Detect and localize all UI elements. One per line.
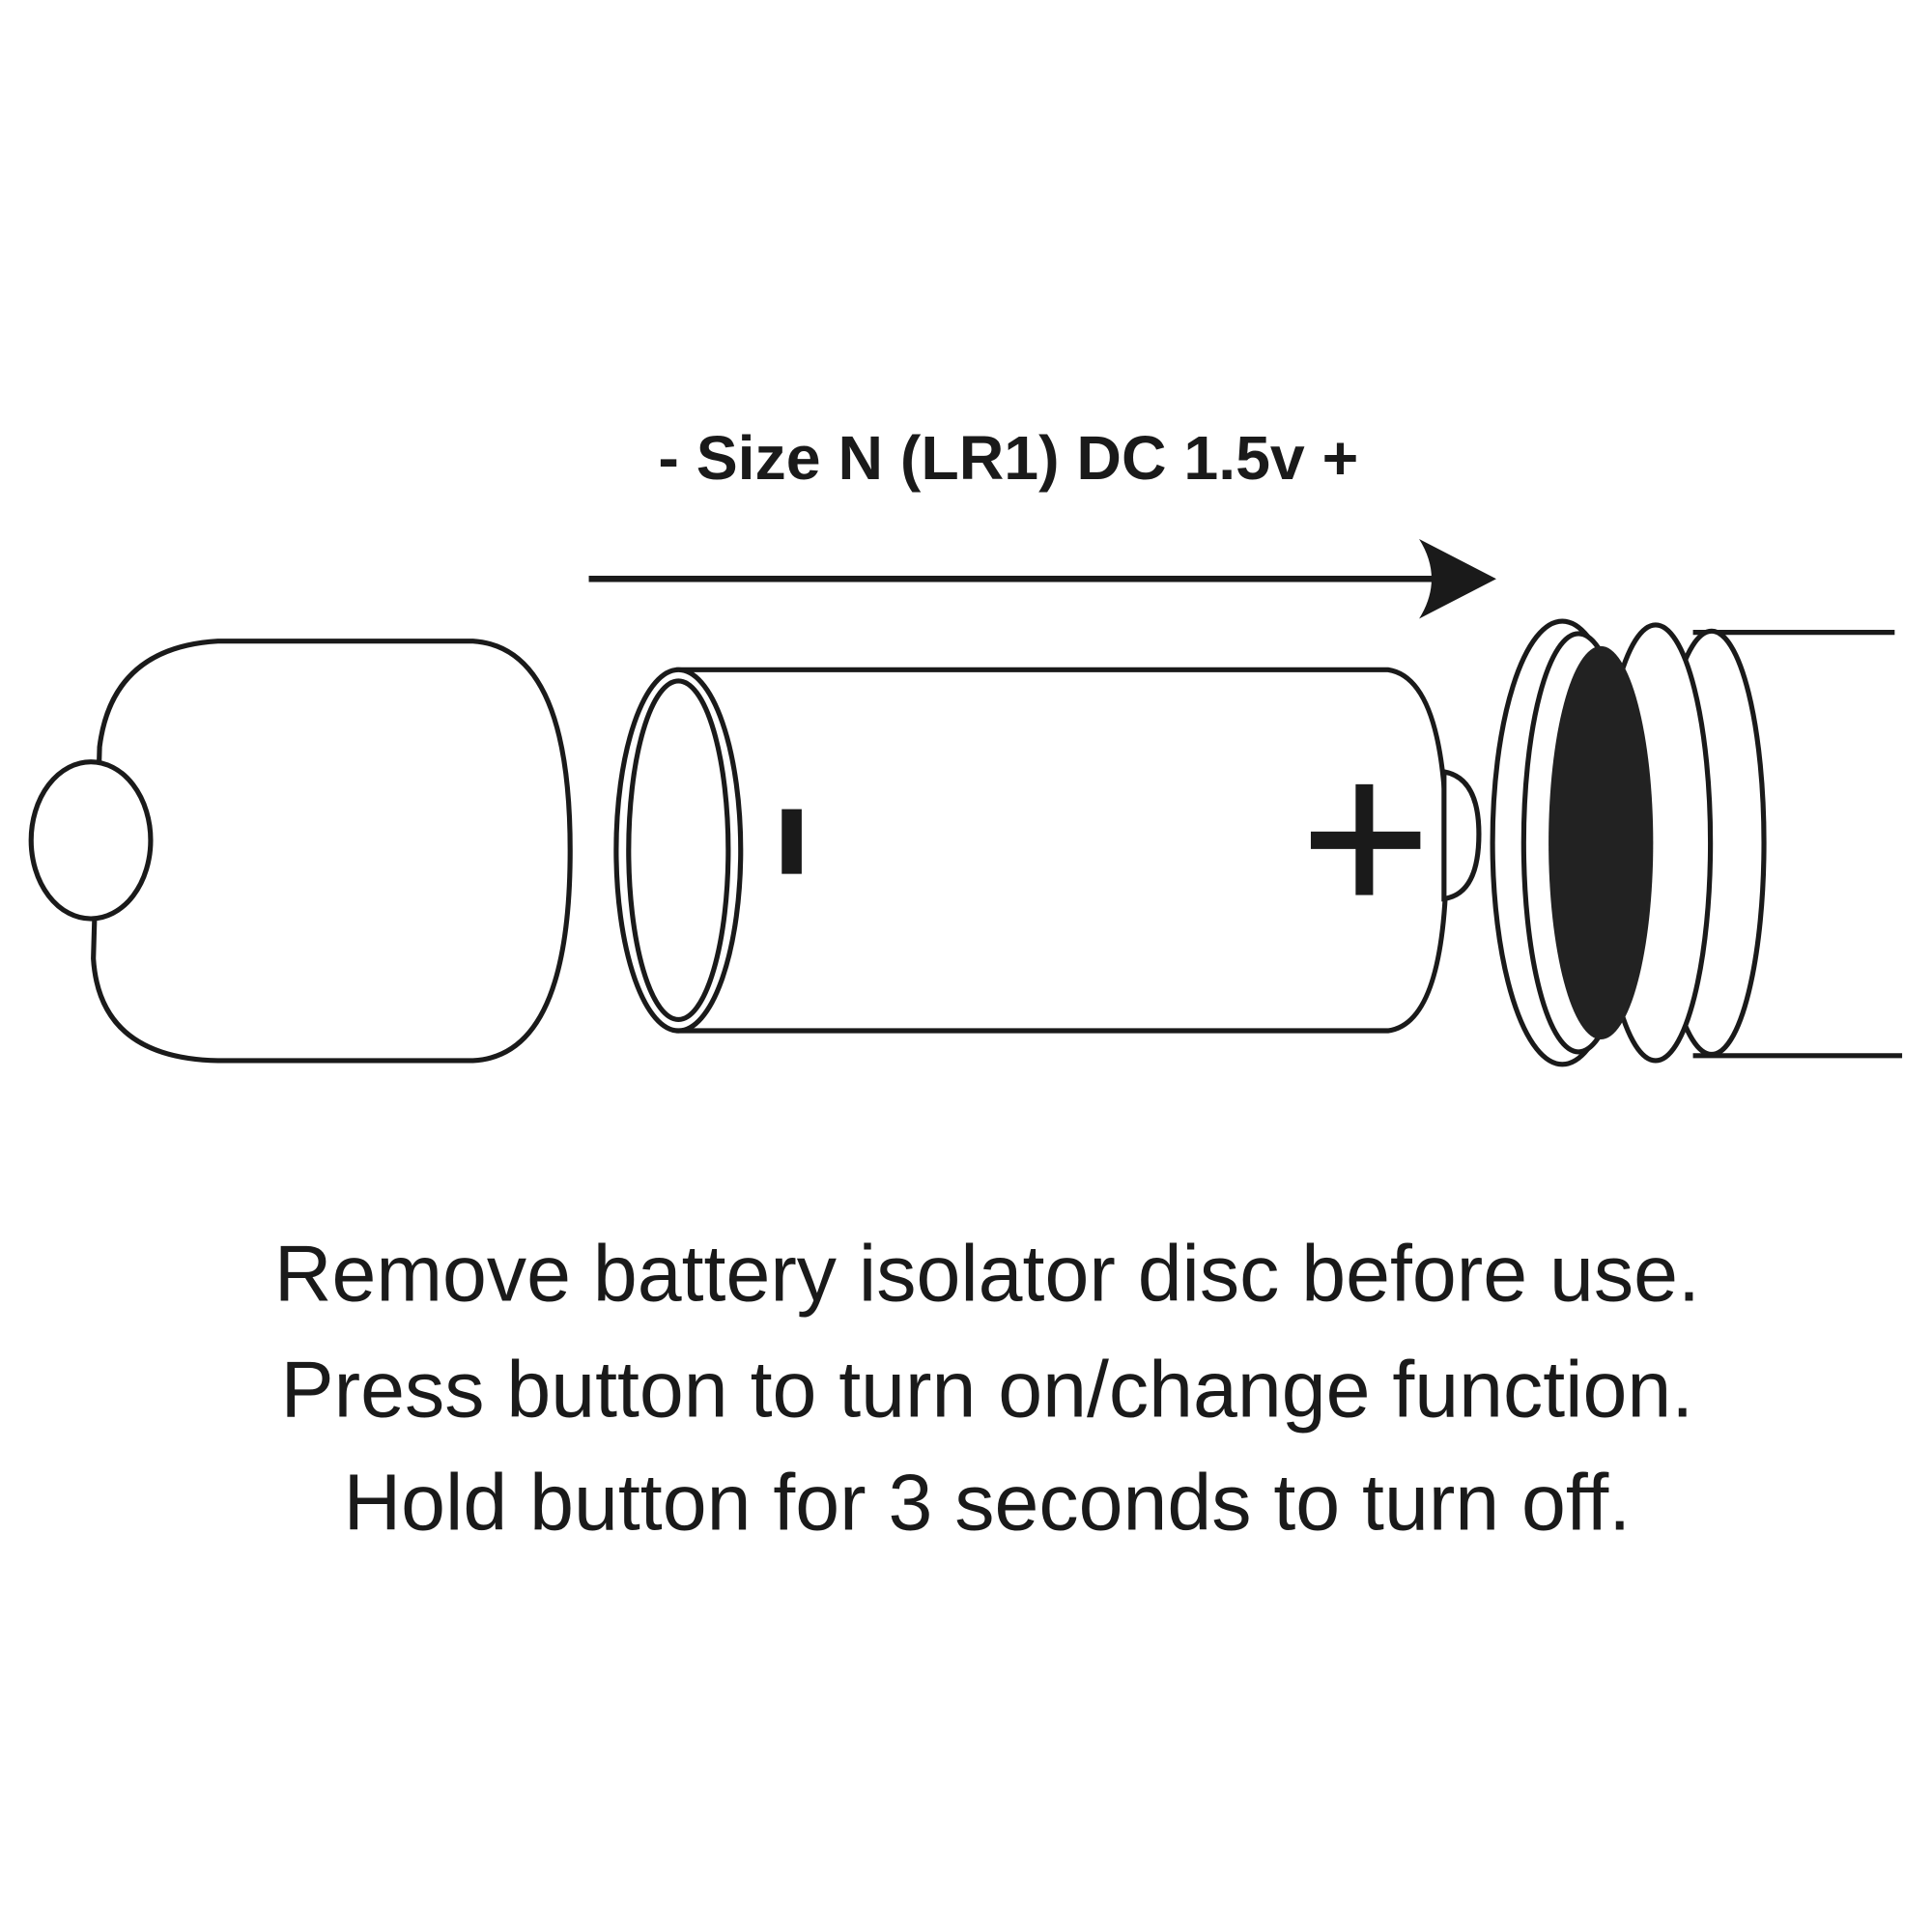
battery — [613, 667, 1482, 1034]
end-cap — [28, 639, 573, 1064]
battery-positive-terminal — [1441, 768, 1482, 902]
plus-symbol-icon — [1310, 783, 1421, 895]
battery-compartment-cavity — [1548, 645, 1654, 1040]
instruction-line: Remove battery isolator disc before use. — [274, 1230, 1700, 1319]
instruction-line: Press button to turn on/change function. — [281, 1345, 1693, 1434]
cap-button — [28, 759, 154, 922]
minus-symbol-icon — [781, 809, 802, 874]
insertion-direction-arrow — [588, 538, 1496, 619]
device-body — [1490, 618, 1903, 1067]
battery-size-label: - Size N (LR1) DC 1.5v + — [658, 423, 1358, 493]
instruction-line: Hold button for 3 seconds to turn off. — [344, 1459, 1632, 1548]
